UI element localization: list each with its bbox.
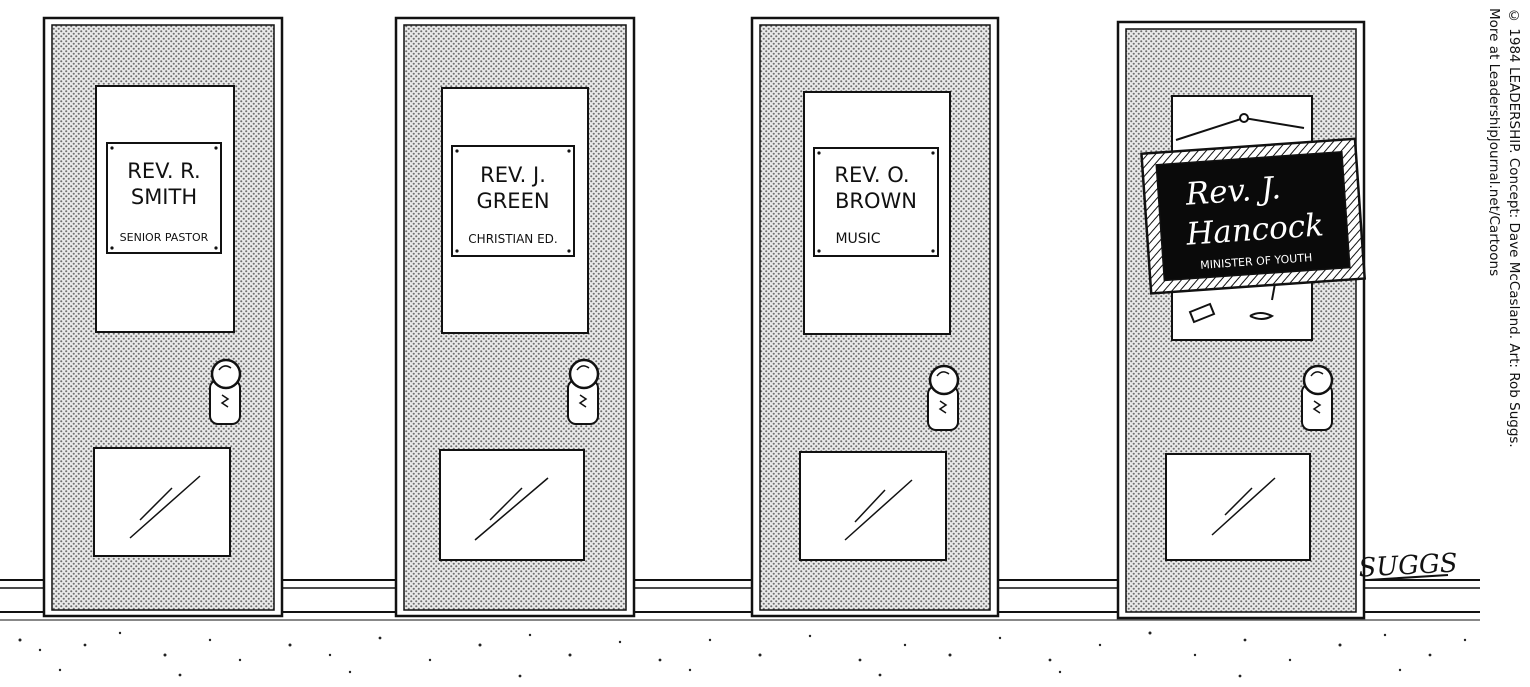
nameplate-name-line2: SMITH bbox=[131, 185, 197, 209]
nameplate-title: SENIOR PASTOR bbox=[120, 231, 209, 244]
doorknob[interactable] bbox=[209, 358, 242, 425]
nameplate-name-line2: GREEN bbox=[476, 189, 549, 213]
nameplate-title: CHRISTIAN ED. bbox=[468, 232, 557, 246]
copyright-credits: © 1984 LEADERSHIP. Concept: Dave McCasla… bbox=[1476, 8, 1524, 608]
door-smith[interactable]: REV. R. SMITH SENIOR PASTOR bbox=[42, 16, 284, 618]
nameplate-name-line1: REV. R. bbox=[127, 159, 200, 183]
door-brown[interactable]: REV. O. BROWN MUSIC bbox=[750, 16, 1000, 618]
doorknob[interactable] bbox=[927, 364, 960, 431]
door-hancock[interactable]: Rev. J. Hancock MINISTER OF YOUTH bbox=[1116, 20, 1367, 620]
floor-speckles bbox=[18, 631, 1467, 678]
nameplate-chalkboard: Rev. J. Hancock MINISTER OF YOUTH bbox=[1140, 137, 1367, 295]
doorknob[interactable] bbox=[1301, 364, 1334, 431]
doorknob[interactable] bbox=[567, 358, 600, 425]
nameplate-name-line1: REV. O. bbox=[834, 163, 909, 187]
nameplate-name-line2: BROWN bbox=[835, 189, 917, 213]
source-link-line: More at LeadershipJournal.net/Cartoons bbox=[1486, 8, 1502, 277]
nameplate-name-line1: REV. J. bbox=[480, 163, 546, 187]
copyright-line: © 1984 LEADERSHIP. Concept: Dave McCasla… bbox=[1506, 8, 1522, 448]
door-green[interactable]: REV. J. GREEN CHRISTIAN ED. bbox=[394, 16, 636, 618]
nameplate-title: MUSIC bbox=[835, 231, 880, 247]
nameplate-name-line1: Rev. J. bbox=[1184, 170, 1282, 213]
